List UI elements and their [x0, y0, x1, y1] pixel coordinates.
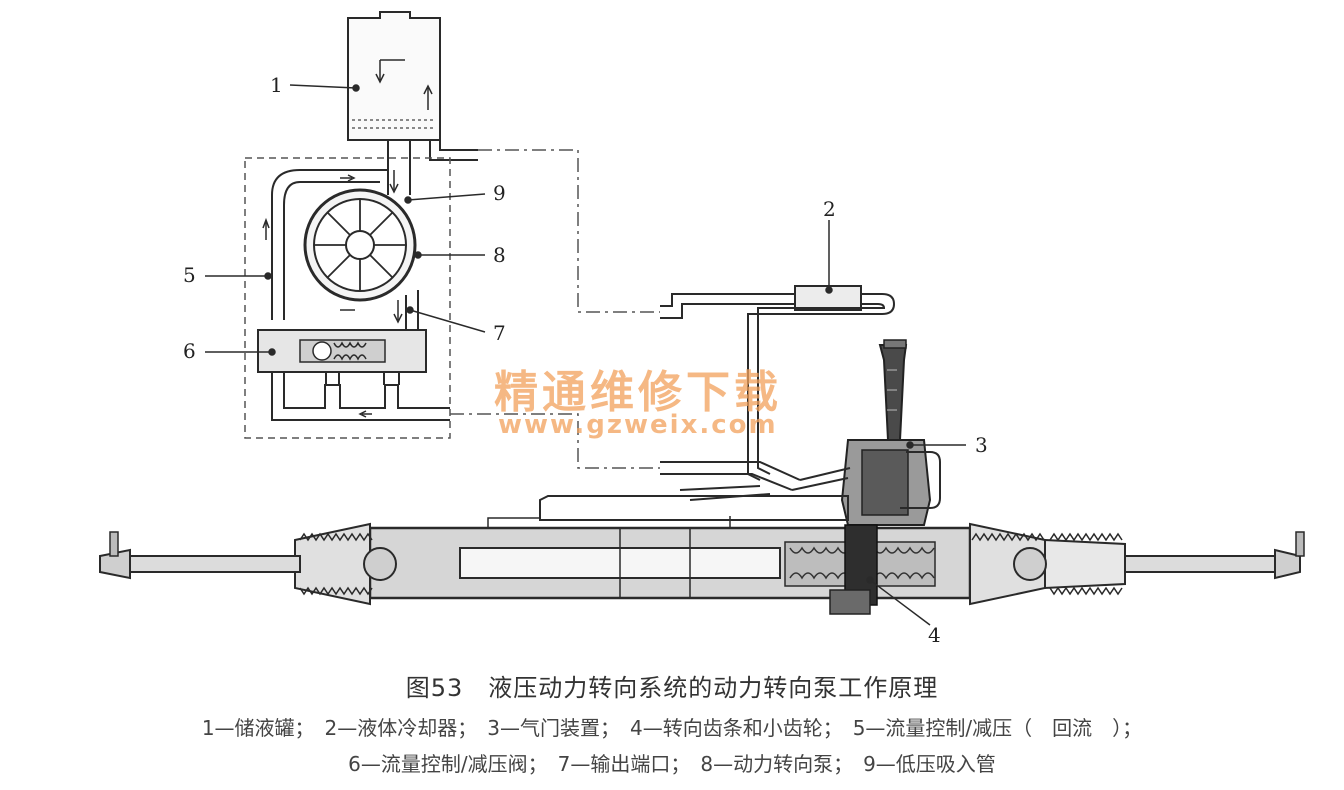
pump-piping [262, 169, 419, 335]
callout-1: 1 [270, 73, 283, 97]
steering-diagram: 1 2 3 4 5 6 7 8 9 [99, 11, 1305, 647]
watermark-url: www.gzweix.com [498, 410, 778, 440]
left-boot-tie-rod [99, 522, 397, 606]
figure-legend-line-2: 6—流量控制/减压阀； 7—输出端口； 8—动力转向泵； 9—低压吸入管 [348, 752, 996, 776]
callout-3: 3 [975, 433, 988, 457]
watermark-cn: 精通维修下载 [494, 367, 782, 418]
callout-6: 6 [183, 339, 196, 363]
callout-2: 2 [823, 197, 836, 221]
rack-housing [368, 485, 972, 615]
reservoir-pipes [387, 140, 478, 194]
right-boot-tie-rod [969, 522, 1305, 606]
reservoir [347, 11, 441, 141]
connection-lines [450, 149, 660, 469]
figure-legend-line-1: 1—储液罐； 2—液体冷却器； 3—气门装置； 4—转向齿条和小齿轮； 5—流量… [201, 716, 1143, 740]
power-steering-pump [303, 188, 417, 302]
callout-8: 8 [493, 243, 506, 267]
figure-caption-title: 图53 液压动力转向系统的动力转向泵工作原理 [405, 674, 939, 702]
pump-enclosure [244, 157, 451, 439]
callout-4: 4 [928, 623, 941, 647]
flow-control-valve [257, 329, 450, 421]
callout-5: 5 [183, 263, 196, 287]
callout-9: 9 [493, 181, 506, 205]
valve-assembly [791, 339, 941, 526]
callout-7: 7 [493, 321, 506, 345]
callout-leaders [205, 84, 966, 626]
